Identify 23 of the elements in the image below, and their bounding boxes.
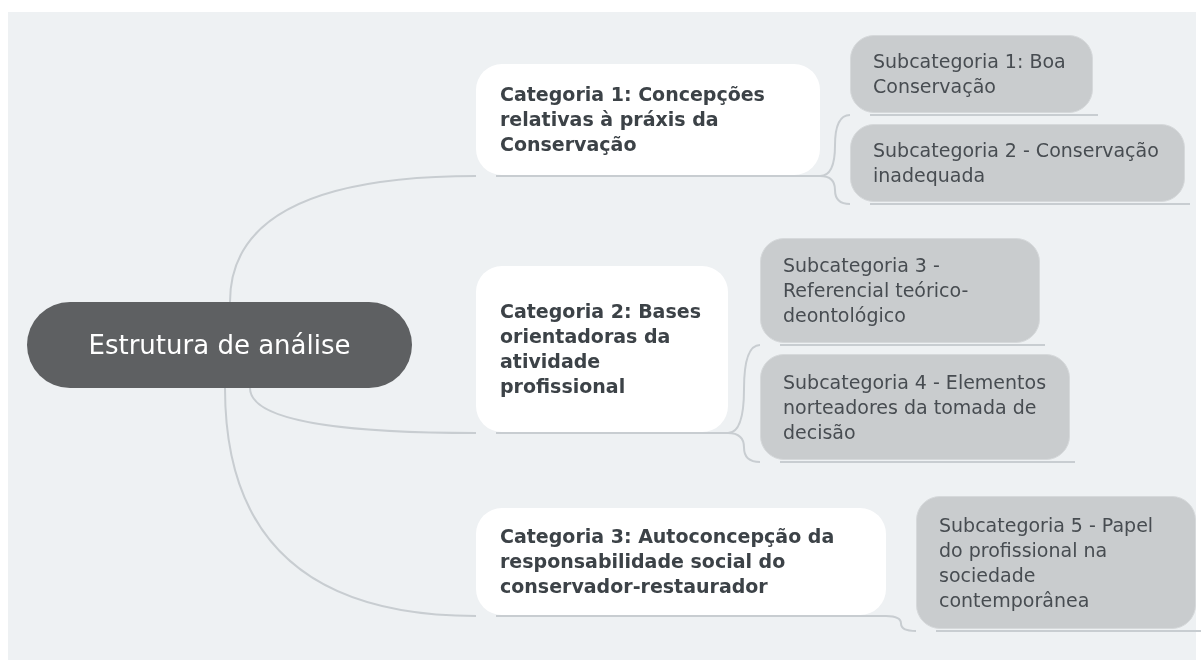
branch-line bbox=[819, 175, 851, 205]
branch-line bbox=[885, 615, 917, 632]
branch-line bbox=[229, 175, 477, 303]
category-box bbox=[476, 64, 820, 175]
topic-text: Subcategoria 2 - Conservação inadequada bbox=[873, 138, 1160, 188]
topic-text: Categoria 3: Autoconcepção da responsabilidade social do conservador-restaurador bbox=[500, 524, 836, 599]
branch-line bbox=[249, 387, 477, 434]
topic-text: Subcategoria 3 - Referencial teórico-deontológico bbox=[783, 253, 970, 328]
topic-text: Subcategoria 5 - Papel do profissional na sociedade contemporânea bbox=[939, 512, 1155, 613]
subcategory-box bbox=[760, 354, 1070, 460]
category-box bbox=[476, 266, 728, 432]
branch-line bbox=[727, 432, 761, 463]
topic-text: Estrutura de análise bbox=[88, 330, 351, 360]
subcategory-box bbox=[916, 496, 1196, 629]
category-box bbox=[476, 508, 886, 615]
topic-text: Subcategoria 1: Boa Conservação bbox=[873, 49, 1067, 99]
branch-line bbox=[224, 387, 477, 617]
topic-text: Subcategoria 4 - Elementos norteadores da tomada de decisão bbox=[783, 369, 1047, 445]
subcategory-box bbox=[850, 35, 1093, 113]
subcategory-box bbox=[760, 238, 1040, 343]
topic-text: Categoria 2: Bases orientadoras da atividade profissional bbox=[500, 299, 702, 399]
subcategory-box bbox=[850, 124, 1185, 202]
topic-text: Categoria 1: Concepções relativas à práxis da Conservação bbox=[500, 82, 766, 157]
